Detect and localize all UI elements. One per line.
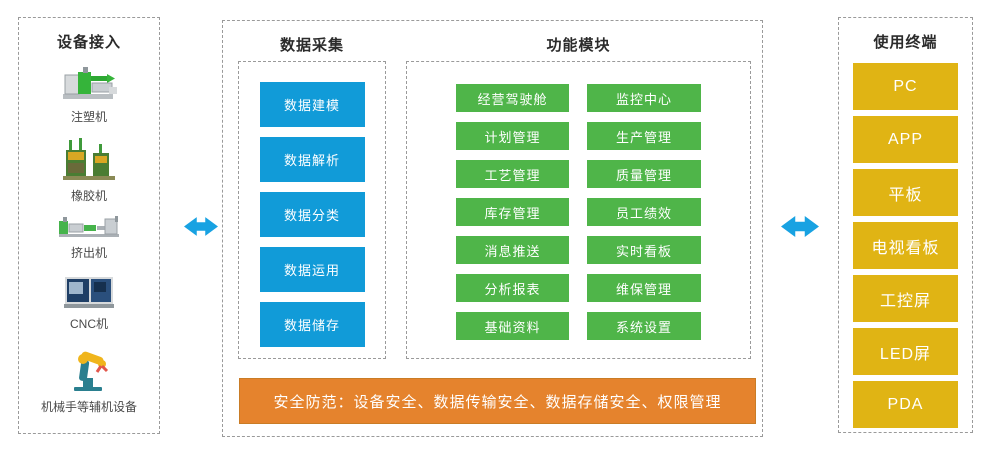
equipment-access-title: 设备接入 <box>56 34 121 51</box>
device-label: 注塑机 <box>70 110 107 124</box>
terminal-item: APP <box>853 116 958 163</box>
function-module-item: 实时看板 <box>587 236 701 264</box>
robot-arm-icon <box>66 343 112 393</box>
terminal-list: PC APP 平板 电视看板 工控屏 LED屏 PDA <box>853 63 958 428</box>
left-right-arrow-icon <box>781 214 819 244</box>
function-module-item: 维保管理 <box>587 274 701 302</box>
function-module-item: 系统设置 <box>587 312 701 340</box>
function-module-item: 分析报表 <box>456 274 569 302</box>
terminal-item: PC <box>853 63 958 110</box>
injection-molding-machine-icon <box>59 63 119 103</box>
device-label: 橡胶机 <box>70 189 107 203</box>
data-collection-title: 数据采集 <box>279 37 344 54</box>
device-label: CNC机 <box>70 317 108 331</box>
data-collection-item: 数据储存 <box>259 302 365 347</box>
cnc-machine-icon <box>61 272 117 310</box>
device-item: 注塑机 <box>59 63 119 125</box>
data-collection-box: 数据建模 数据解析 数据分类 数据运用 数据储存 <box>238 61 386 359</box>
device-item: 橡胶机 <box>59 136 119 204</box>
function-module-item: 计划管理 <box>456 122 569 150</box>
function-module-item: 监控中心 <box>587 84 701 112</box>
terminal-item: 电视看板 <box>853 222 958 269</box>
function-module-item: 生产管理 <box>587 122 701 150</box>
data-collection-item: 数据运用 <box>259 247 365 292</box>
function-module-item: 库存管理 <box>456 198 569 226</box>
function-module-item: 基础资料 <box>456 312 569 340</box>
function-module-item: 质量管理 <box>587 160 701 188</box>
equipment-access-panel: 设备接入 注塑机 <box>18 17 160 434</box>
terminal-item: 工控屏 <box>853 275 958 322</box>
device-item: 挤出机 <box>57 215 121 261</box>
left-right-arrow-icon <box>184 214 218 244</box>
device-item: 机械手等辅机设备 <box>41 343 137 415</box>
device-label: 挤出机 <box>70 246 107 260</box>
function-module-item: 工艺管理 <box>456 160 569 188</box>
user-terminals-title: 使用终端 <box>873 34 938 51</box>
terminal-item: PDA <box>853 381 958 428</box>
terminal-item: 平板 <box>853 169 958 216</box>
device-label: 机械手等辅机设备 <box>40 400 137 414</box>
terminal-item: LED屏 <box>853 328 958 375</box>
device-item: CNC机 <box>61 272 117 332</box>
data-collection-item: 数据分类 <box>259 192 365 237</box>
data-collection-item: 数据解析 <box>259 137 365 182</box>
data-collection-item: 数据建模 <box>259 82 365 127</box>
extruder-machine-icon <box>57 215 121 239</box>
function-module-item: 消息推送 <box>456 236 569 264</box>
rubber-machine-icon <box>59 136 119 182</box>
function-module-item: 经营驾驶舱 <box>456 84 569 112</box>
function-modules-title: 功能模块 <box>546 37 611 54</box>
user-terminals-panel: 使用终端 PC APP 平板 电视看板 工控屏 LED屏 PDA <box>838 17 973 433</box>
function-module-item: 员工绩效 <box>587 198 701 226</box>
security-bar: 安全防范：设备安全、数据传输安全、数据存储安全、权限管理 <box>239 378 756 424</box>
function-modules-box: 经营驾驶舱 监控中心 计划管理 生产管理 工艺管理 质量管理 库存管理 员工绩效… <box>406 61 751 359</box>
platform-panel: 数据采集 功能模块 数据建模 数据解析 数据分类 数据运用 数据储存 经营驾驶舱… <box>222 20 763 437</box>
